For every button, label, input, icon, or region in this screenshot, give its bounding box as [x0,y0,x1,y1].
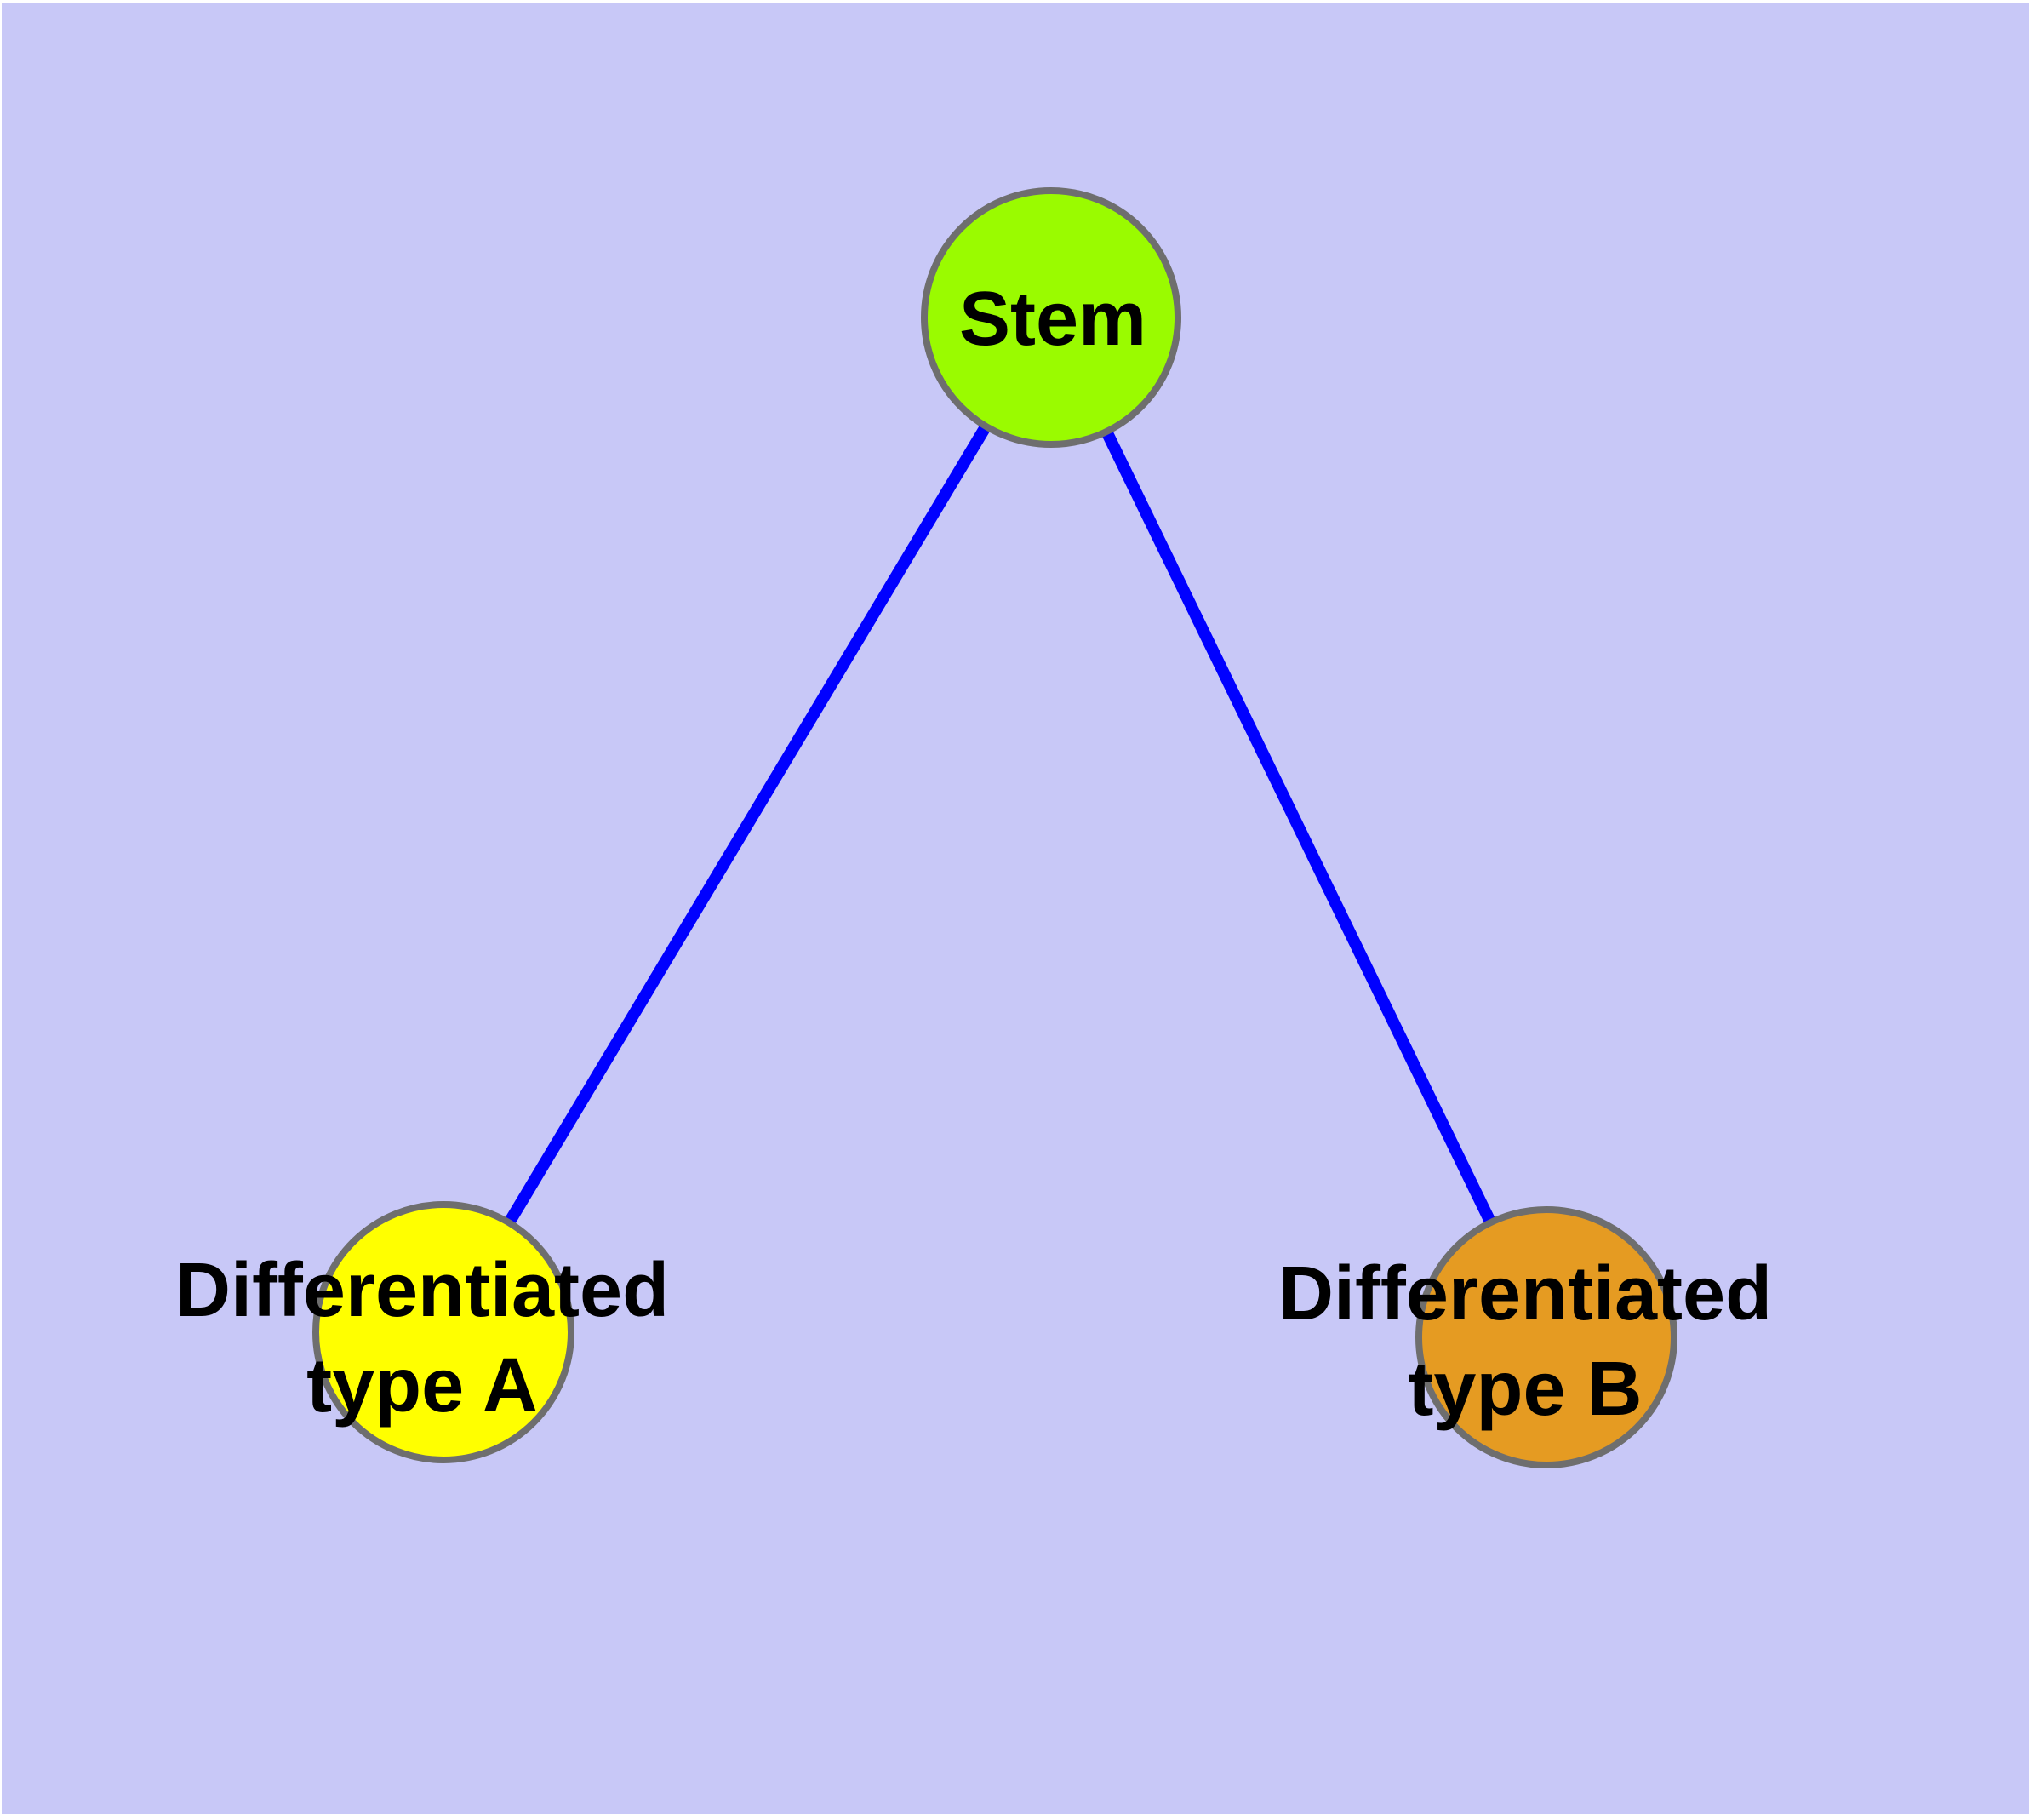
label-typeB: Differentiated type B [1278,1246,1772,1437]
label-typeB-line1: Differentiated [1277,1251,1773,1336]
label-stem-text: Stem [958,277,1147,362]
label-typeA-line2: type A [306,1343,538,1428]
edge-stem-typeB [1045,314,1552,1341]
node-stem-circle [921,187,1181,448]
label-typeA: Differentiated type A [175,1243,669,1434]
label-typeB-line2: type B [1408,1347,1643,1432]
edge-stem-typeA [437,314,1057,1336]
node-typeB-circle [1415,1206,1677,1468]
label-stem: Stem [959,272,1146,367]
node-typeA-circle [312,1201,574,1463]
label-typeA-line1: Differentiated [174,1248,670,1333]
